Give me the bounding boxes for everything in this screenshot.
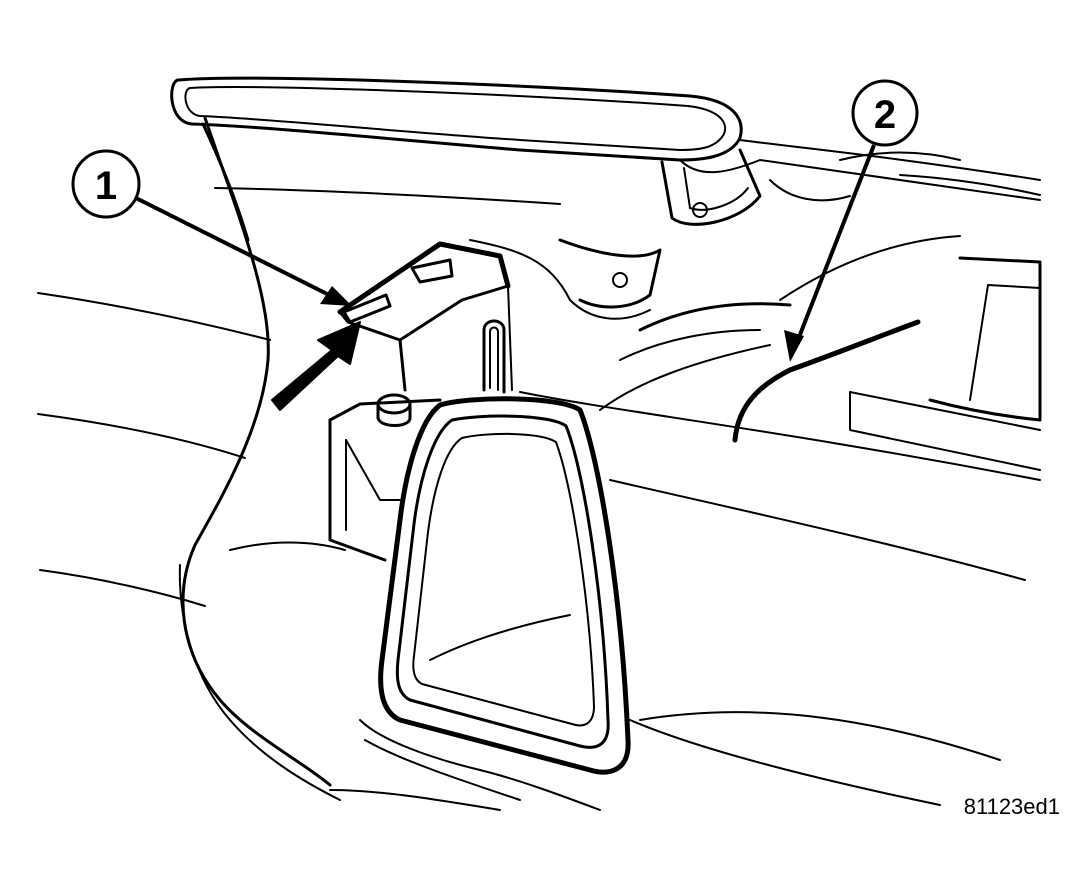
background-panel-lines xyxy=(37,116,346,801)
callout-1-label: 1 xyxy=(95,164,117,208)
push-direction-arrow xyxy=(271,321,361,411)
callout-1-leader xyxy=(129,193,346,305)
front-outlet xyxy=(329,396,941,811)
upper-duct xyxy=(170,76,762,320)
callout-1-circle xyxy=(71,149,141,219)
callout-2: 2 xyxy=(784,79,919,362)
right-housing xyxy=(519,139,1042,761)
callout-1: 1 xyxy=(71,149,352,306)
callout-1-arrowhead xyxy=(320,286,352,306)
callout-2-circle xyxy=(851,79,919,147)
callout-2-label: 2 xyxy=(874,93,896,137)
figure-id: 81123ed1 xyxy=(964,794,1060,819)
lower-mount xyxy=(328,393,442,562)
callout-2-arrowhead xyxy=(784,330,804,362)
callout-2-leader xyxy=(792,144,876,351)
clip-bracket xyxy=(337,241,513,394)
